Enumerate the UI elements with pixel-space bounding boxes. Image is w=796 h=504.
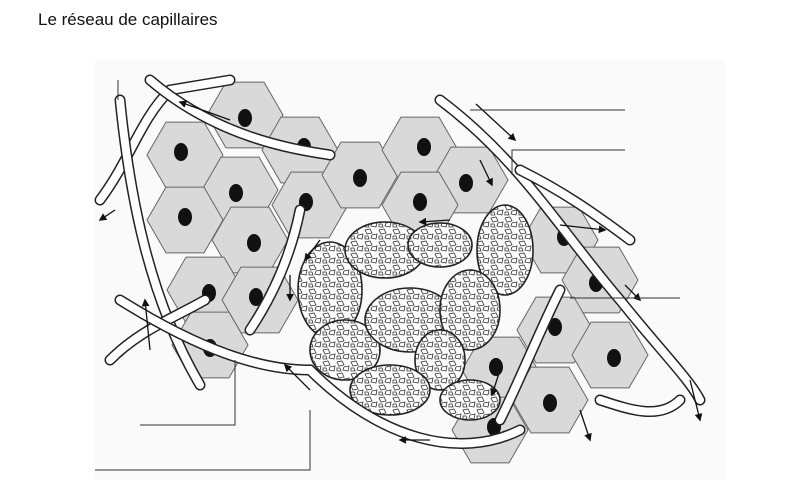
nucleus <box>417 138 431 156</box>
vessel <box>516 166 634 244</box>
label-leader-line <box>511 149 625 175</box>
flow-arrow <box>579 409 592 442</box>
nucleus <box>249 288 263 306</box>
nucleus <box>174 143 188 161</box>
lobule <box>439 379 501 421</box>
vessel <box>596 396 684 416</box>
lobule <box>439 269 501 351</box>
flow-arrow <box>689 379 703 422</box>
flow-arrow <box>479 159 493 187</box>
nucleus <box>178 208 192 226</box>
lobule <box>476 204 534 296</box>
vessel <box>116 96 204 389</box>
lobule <box>349 364 431 416</box>
flow-arrow <box>178 100 231 121</box>
flow-arrow <box>141 298 151 351</box>
vessel <box>116 296 524 448</box>
flow-arrow <box>490 369 501 397</box>
nucleus <box>459 174 473 192</box>
flow-arrow <box>283 363 311 391</box>
nucleus <box>229 184 243 202</box>
lobule <box>309 319 381 381</box>
nucleus <box>548 318 562 336</box>
vessel <box>436 96 704 404</box>
nucleus <box>489 358 503 376</box>
nucleus <box>543 394 557 412</box>
nucleus <box>238 109 252 127</box>
lobule <box>407 222 473 268</box>
flow-arrow <box>98 209 116 221</box>
nucleus <box>353 169 367 187</box>
blood-vessels <box>94 74 706 449</box>
vessel <box>496 286 564 424</box>
nucleus <box>247 234 261 252</box>
flow-arrows <box>98 100 703 444</box>
flow-arrow <box>304 239 321 262</box>
label-leader-line <box>95 410 311 471</box>
nucleus <box>413 193 427 211</box>
label-lines <box>95 80 680 471</box>
nucleus <box>607 349 621 367</box>
label-leader-line <box>140 360 236 426</box>
vessel <box>146 76 334 159</box>
lobule <box>414 329 466 391</box>
flow-arrow <box>418 217 451 226</box>
diagram-title: Le réseau de capillaires <box>38 10 218 29</box>
vessel <box>246 206 304 334</box>
flow-arrow <box>559 224 607 234</box>
alveolar-lobules <box>297 204 534 421</box>
